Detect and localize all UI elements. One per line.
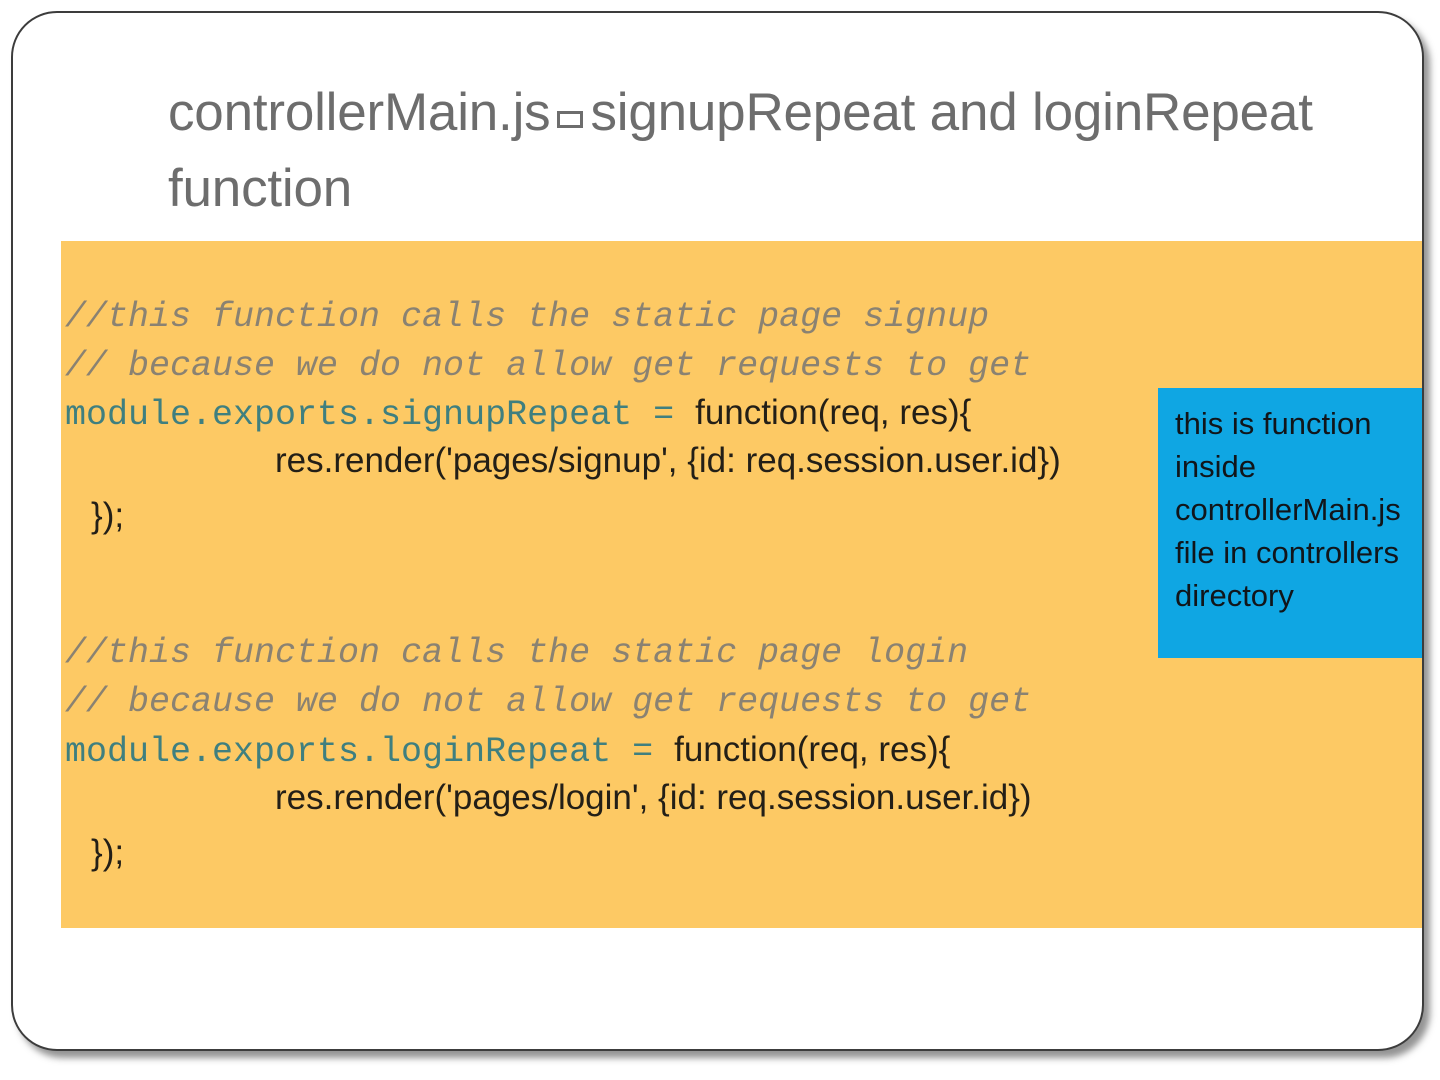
code-line-login-signature: module.exports.loginRepeat = function(re… bbox=[65, 730, 950, 772]
callout-text: this is function inside controllerMain.j… bbox=[1175, 406, 1418, 613]
page-title-part-one: controllerMain.js bbox=[168, 83, 551, 142]
missing-character-box-icon bbox=[557, 111, 584, 128]
page-title-part-two: signupRepeat and loginRepeat function bbox=[168, 83, 1328, 218]
code-token-signup-export: module.exports.signupRepeat = bbox=[65, 395, 696, 435]
code-line-signup-render: res.render('pages/signup', {id: req.sess… bbox=[275, 441, 1061, 480]
code-line-signup-comment-2: // because we do not allow get requests … bbox=[65, 346, 1032, 386]
code-panel: //this function calls the static page si… bbox=[61, 241, 1422, 928]
code-line-login-comment-2: // because we do not allow get requests … bbox=[65, 682, 1032, 722]
code-line-login-render: res.render('pages/login', {id: req.sessi… bbox=[275, 778, 1032, 817]
code-token-signup-function: function(req, res){ bbox=[695, 393, 972, 432]
code-line-login-comment-1: //this function calls the static page lo… bbox=[65, 633, 969, 673]
code-line-signup-close: }); bbox=[91, 496, 125, 535]
code-line-signup-signature: module.exports.signupRepeat = function(r… bbox=[65, 393, 971, 435]
code-line-signup-comment-1: //this function calls the static page si… bbox=[65, 297, 990, 337]
callout-box: this is function inside controllerMain.j… bbox=[1158, 388, 1422, 658]
code-token-login-function: function(req, res){ bbox=[674, 730, 951, 769]
code-line-login-close: }); bbox=[91, 833, 125, 872]
code-token-login-export: module.exports.loginRepeat = bbox=[65, 732, 675, 772]
